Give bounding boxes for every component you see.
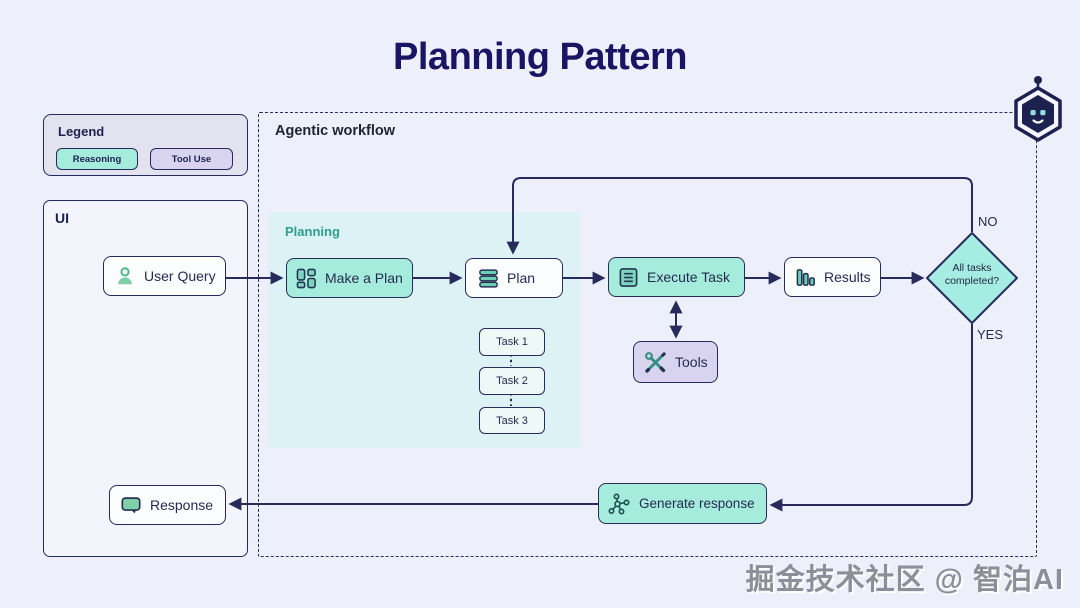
task-1-label: Task 1: [496, 336, 528, 348]
page-title: Planning Pattern: [393, 36, 687, 78]
legend-chip-tool-use: Tool Use: [150, 148, 233, 170]
branch-label-yes: YES: [977, 327, 1004, 342]
legend-chip-reasoning: Reasoning: [56, 148, 138, 170]
results-node: Results: [784, 257, 881, 297]
arrow-yes-to-generate: [769, 324, 973, 512]
legend-chip-reasoning-label: Reasoning: [72, 153, 122, 165]
legend-panel: Legend Reasoning Tool Use: [43, 114, 248, 176]
bar-chart-icon: [796, 268, 815, 286]
tools-node: Tools: [633, 341, 718, 383]
execute-task-label: Execute Task: [647, 269, 731, 285]
speech-bubble-icon: [121, 497, 141, 514]
user-query-node: User Query: [103, 256, 226, 296]
stacked-layers-icon: [479, 268, 498, 288]
legend-title: Legend: [58, 124, 105, 139]
task-2-label: Task 2: [496, 375, 528, 387]
user-query-label: User Query: [144, 268, 216, 284]
task-list-icon: [619, 267, 638, 287]
task-3-label: Task 3: [496, 414, 528, 427]
execute-task-node: Execute Task: [608, 257, 745, 297]
plan-node: Plan: [465, 258, 563, 298]
legend-chip-tool-use-label: Tool Use: [171, 153, 212, 165]
network-graph-icon: [608, 492, 630, 514]
layout-grid-icon: [296, 268, 316, 288]
decision-diamond: [926, 232, 1018, 324]
robot-icon: [1014, 76, 1062, 142]
tools-icon: [645, 351, 666, 373]
task-item: Task 3: [479, 407, 545, 434]
make-a-plan-node: Make a Plan: [286, 258, 413, 298]
plan-label: Plan: [507, 270, 536, 286]
task-item: Task 2: [479, 367, 545, 395]
tools-label: Tools: [675, 354, 708, 370]
agentic-workflow-panel: Agentic workflow: [258, 112, 1037, 557]
generate-response-node: Generate response: [598, 483, 767, 524]
results-label: Results: [824, 269, 871, 285]
response-node: Response: [109, 485, 226, 525]
planning-area-label: Planning: [285, 224, 340, 239]
make-a-plan-label: Make a Plan: [325, 270, 403, 286]
arrow-no-loop-to-plan: [506, 177, 973, 255]
ui-panel-title: UI: [55, 210, 69, 226]
agentic-workflow-title: Agentic workflow: [275, 123, 396, 139]
response-label: Response: [150, 497, 214, 513]
decision-label: All tasks completed?: [944, 262, 1000, 288]
task-item: Task 1: [479, 328, 545, 356]
watermark-text: 掘金技术社区 @ 智泊AI: [745, 564, 1064, 596]
user-icon: [118, 267, 132, 285]
generate-response-label: Generate response: [639, 496, 755, 511]
branch-label-no: NO: [978, 214, 998, 229]
